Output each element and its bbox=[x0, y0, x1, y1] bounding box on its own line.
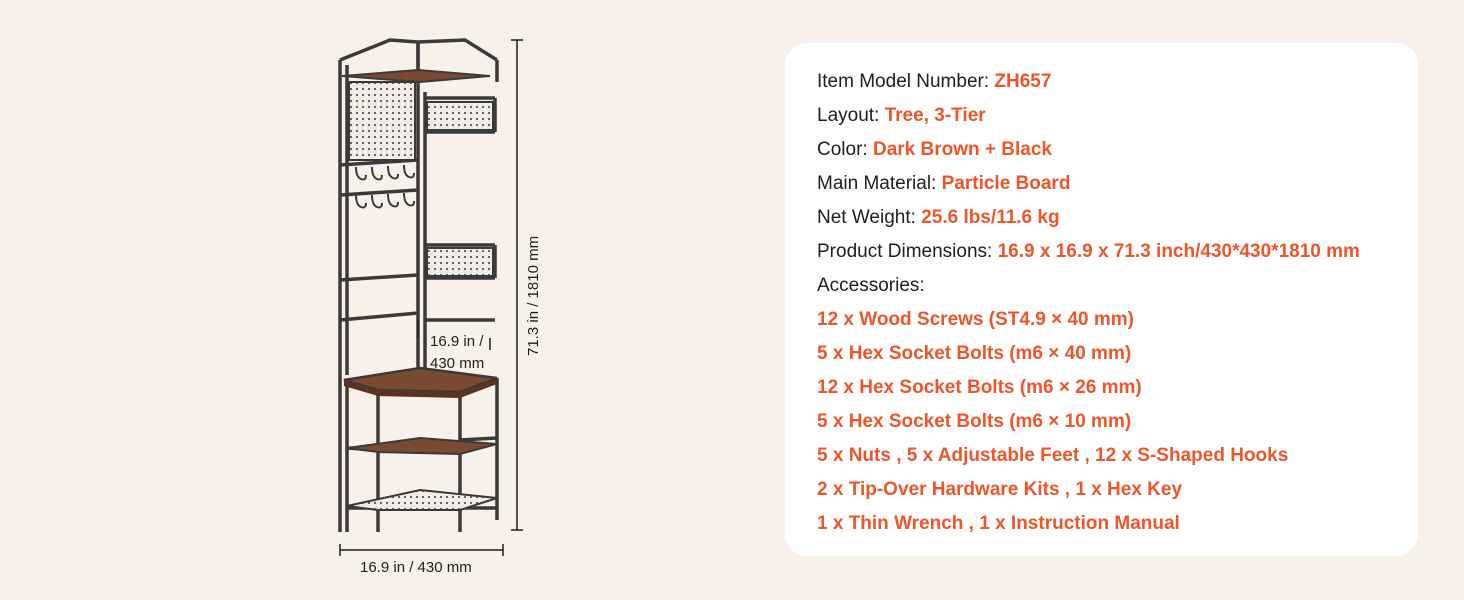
spec-model: Item Model Number: ZH657 bbox=[817, 65, 1360, 99]
corner-shelf-drawing: 16.9 in / 430 mm 71.3 in / 1810 mm 16.9 … bbox=[338, 38, 542, 576]
accessory-item: 5 x Hex Socket Bolts (m6 × 40 mm) bbox=[817, 343, 1132, 364]
spec-layout-value: Tree, 3-Tier bbox=[884, 105, 986, 126]
spec-color-value: Dark Brown + Black bbox=[872, 139, 1052, 160]
spec-color-label: Color: bbox=[817, 139, 868, 160]
mesh-panel-right-mid bbox=[426, 247, 494, 277]
height-dimension-line bbox=[511, 39, 523, 531]
height-label: 71.3 in / 1810 mm bbox=[525, 236, 542, 356]
accessory-item: 12 x Hex Socket Bolts (m6 × 26 mm) bbox=[817, 377, 1142, 398]
spec-material-value: Particle Board bbox=[941, 173, 1071, 194]
spec-weight-value: 25.6 lbs/11.6 kg bbox=[921, 207, 1060, 228]
bottom-mesh-shelf bbox=[346, 488, 498, 511]
accessory-item: 12 x Wood Screws (ST4.9 × 40 mm) bbox=[817, 309, 1134, 330]
accessory-item: 1 x Thin Wrench , 1 x Instruction Manual bbox=[817, 513, 1180, 534]
spec-dimensions-value: 16.9 x 16.9 x 71.3 inch/430*430*1810 mm bbox=[997, 241, 1360, 262]
spec-layout-label: Layout: bbox=[817, 105, 880, 126]
spec-material-label: Main Material: bbox=[817, 173, 937, 194]
mesh-panel-left bbox=[348, 81, 416, 161]
depth-label-line2: 430 mm bbox=[430, 355, 484, 372]
spec-material: Main Material: Particle Board bbox=[817, 167, 1360, 201]
spec-dimensions-label: Product Dimensions: bbox=[817, 241, 993, 262]
spec-list: Item Model Number: ZH657 Layout: Tree, 3… bbox=[817, 65, 1360, 541]
width-dimension-line bbox=[339, 544, 504, 556]
lower-shelf bbox=[346, 436, 498, 456]
spec-weight-label: Net Weight: bbox=[817, 207, 916, 228]
spec-weight: Net Weight: 25.6 lbs/11.6 kg bbox=[817, 201, 1360, 235]
spec-dimensions: Product Dimensions: 16.9 x 16.9 x 71.3 i… bbox=[817, 235, 1360, 269]
accessory-item: 5 x Nuts , 5 x Adjustable Feet , 12 x S-… bbox=[817, 445, 1289, 466]
depth-label-line1: 16.9 in / bbox=[430, 333, 484, 350]
spec-model-value: ZH657 bbox=[994, 71, 1052, 92]
product-illustration: 16.9 in / 430 mm 71.3 in / 1810 mm 16.9 … bbox=[300, 20, 580, 590]
spec-color: Color: Dark Brown + Black bbox=[817, 133, 1360, 167]
spec-layout: Layout: Tree, 3-Tier bbox=[817, 99, 1360, 133]
accessory-item: 2 x Tip-Over Hardware Kits , 1 x Hex Key bbox=[817, 479, 1183, 500]
accessory-item: 5 x Hex Socket Bolts (m6 × 10 mm) bbox=[817, 411, 1132, 432]
spec-model-label: Item Model Number: bbox=[817, 71, 990, 92]
s-hooks bbox=[355, 164, 415, 209]
depth-dimension-line bbox=[417, 320, 491, 350]
width-label: 16.9 in / 430 mm bbox=[360, 559, 472, 576]
mesh-panel-right-top bbox=[426, 101, 494, 131]
top-shelf bbox=[341, 68, 491, 84]
spec-card: Item Model Number: ZH657 Layout: Tree, 3… bbox=[785, 43, 1418, 556]
spec-accessories-label: Accessories: bbox=[817, 275, 925, 296]
